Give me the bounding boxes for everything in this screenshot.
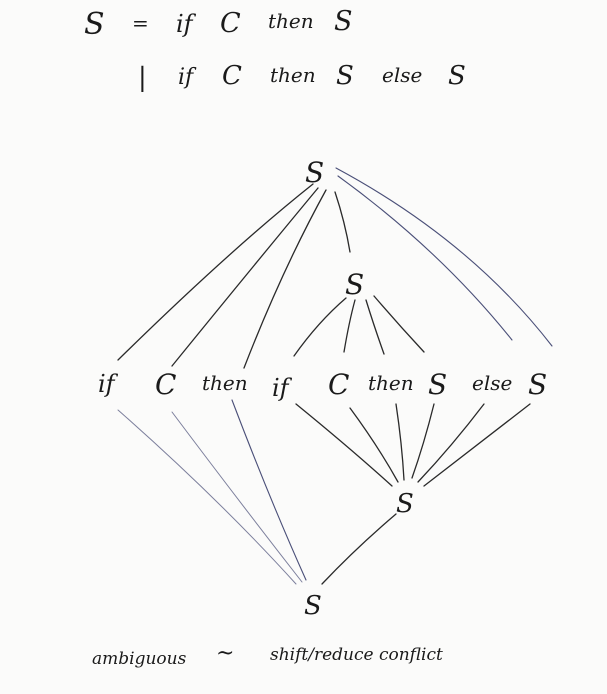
edge-inner-to-C — [343, 299, 356, 353]
rule2-stmt: S — [336, 61, 354, 91]
edge-lower-inner-from-C — [349, 407, 399, 483]
token-S-2: S — [528, 368, 547, 401]
edge-lower-inner-from-else — [417, 403, 485, 483]
caption-ambiguous: ambiguous — [92, 649, 187, 669]
rule2-else: else — [382, 63, 422, 87]
rule2-then: then — [270, 63, 316, 87]
token-else: else — [472, 371, 512, 395]
grammar-rule-2: | if C then S else S — [138, 61, 466, 93]
edge-lower-root-from-C — [171, 411, 303, 583]
edge-inner-to-S — [373, 295, 425, 353]
edge-inner-to-if — [293, 297, 347, 357]
edge-lower-root-from-inner — [321, 513, 397, 585]
token-if-2: if — [272, 374, 293, 402]
edge-inner-to-then — [365, 299, 385, 355]
upper-inner-node: S — [345, 268, 364, 301]
caption-leadsto-arrow: ~ — [216, 641, 234, 666]
edge-lower-root-from-then — [231, 399, 307, 581]
rule1-equals: = — [132, 11, 149, 35]
grammar-rule-1: S = if C then S — [84, 6, 353, 42]
upper-tree-edges — [117, 167, 553, 369]
upper-root-node: S — [305, 156, 324, 189]
token-C-1: C — [155, 368, 176, 401]
rule1-then: then — [268, 9, 314, 33]
token-then-1: then — [202, 371, 248, 395]
edge-upper-root-to-S-end — [335, 167, 553, 347]
token-S-1: S — [428, 368, 447, 401]
rule1-if: if — [176, 10, 197, 38]
edge-lower-inner-from-then — [395, 403, 405, 481]
rule2-cond: C — [222, 61, 242, 91]
edge-lower-root-from-if — [117, 409, 297, 585]
edge-lower-inner-from-S-end — [423, 403, 531, 487]
lower-root-node: S — [304, 591, 322, 621]
rule2-stmt2: S — [448, 61, 466, 91]
edge-upper-root-to-then — [243, 189, 327, 369]
caption: ambiguous ~ shift/reduce conflict — [92, 641, 443, 669]
token-if-1: if — [98, 370, 119, 398]
edge-upper-root-to-inner — [334, 191, 351, 253]
rule1-stmt: S — [334, 6, 353, 37]
edge-lower-inner-from-S — [411, 403, 435, 479]
edge-upper-root-to-C — [171, 187, 319, 367]
rule2-if: if — [178, 65, 197, 90]
token-row: if C then if C then S else S — [98, 368, 547, 402]
rule2-bar: | — [138, 63, 147, 93]
edge-upper-root-to-else — [337, 175, 513, 341]
token-then-2: then — [368, 371, 414, 395]
token-C-2: C — [328, 368, 349, 401]
caption-shift-reduce: shift/reduce conflict — [270, 645, 443, 665]
lower-tree-edges — [117, 399, 531, 585]
lower-inner-node: S — [396, 489, 414, 519]
edge-lower-inner-from-if — [295, 403, 393, 487]
edge-upper-root-to-if — [117, 183, 314, 361]
rule1-cond: C — [220, 8, 241, 39]
rule1-lhs: S — [84, 7, 105, 42]
